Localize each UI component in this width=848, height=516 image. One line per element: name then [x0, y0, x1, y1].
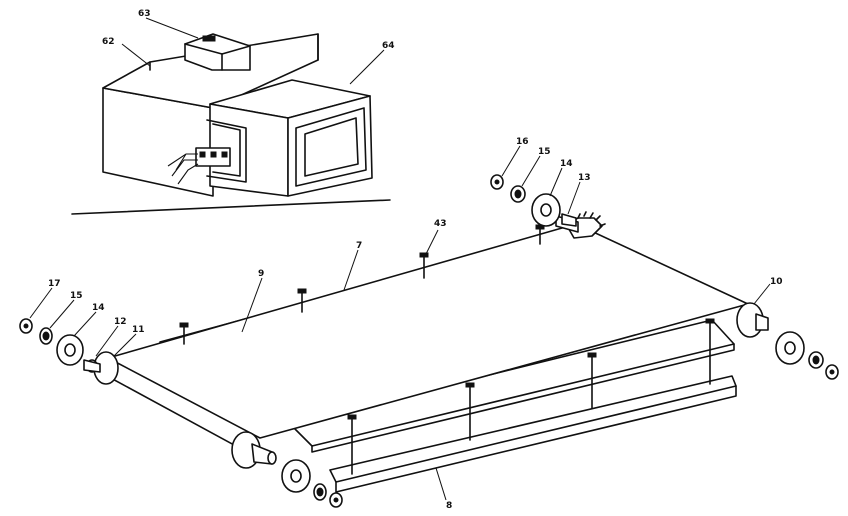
bottom-end-hardware: [281, 459, 343, 508]
callout-leaders: [29, 17, 771, 501]
inset-divider: [71, 199, 391, 215]
callout-13: 13: [578, 173, 591, 183]
callout-64: 64: [382, 41, 395, 51]
callout-10: 10: [770, 277, 783, 287]
motor-housing-assembly: [102, 33, 373, 197]
callout-62: 62: [102, 37, 115, 47]
callout-8: 8: [446, 501, 452, 511]
conveyor-belt-assembly: [86, 211, 769, 493]
callout-63: 63: [138, 9, 151, 19]
callout-17: 17: [48, 279, 61, 289]
right-end-hardware: [775, 331, 839, 380]
callout-9: 9: [258, 269, 264, 279]
callout-15-left: 15: [70, 291, 83, 301]
callout-labels: 62 63 64 43 7 9 16 15 14 13 10 17 15 14 …: [48, 9, 783, 511]
callout-7: 7: [356, 241, 362, 251]
left-end-hardware: [19, 318, 101, 373]
top-end-hardware: [490, 174, 577, 227]
callout-11: 11: [132, 325, 145, 335]
callout-43: 43: [434, 219, 447, 229]
callout-15-top: 15: [538, 147, 551, 157]
callout-14-left: 14: [92, 303, 105, 313]
callout-16: 16: [516, 137, 529, 147]
callout-12: 12: [114, 317, 127, 327]
callout-14-top: 14: [560, 159, 573, 169]
mounting-bolts: [179, 224, 715, 475]
